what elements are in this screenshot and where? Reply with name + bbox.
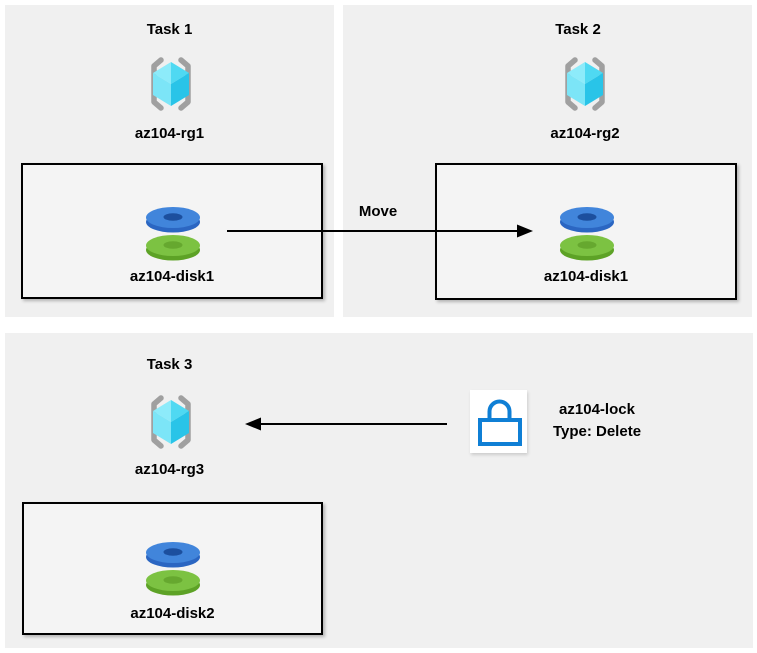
- task-3-panel: Task 3 az104-rg3 az104-disk2: [5, 333, 753, 648]
- disk-label: az104-disk1: [129, 268, 215, 285]
- lock-type: Type: Delete: [552, 423, 642, 440]
- lock-tile: [470, 390, 527, 453]
- task-3-title: Task 3: [146, 356, 193, 373]
- task-2-panel: Task 2 az104-rg2 az104-disk1: [343, 5, 752, 317]
- task-1-panel: Task 1 az104-rg1 az104-disk1: [5, 5, 334, 317]
- task-1-title: Task 1: [146, 21, 193, 38]
- lock-icon: [470, 390, 527, 453]
- disk-container-box: az104-disk1: [435, 163, 737, 300]
- resource-group-icon: [142, 55, 200, 113]
- lock-name: az104-lock: [559, 401, 635, 418]
- task-2-title: Task 2: [555, 21, 601, 38]
- disk-label: az104-disk2: [130, 605, 215, 622]
- disk-icon: [143, 205, 203, 261]
- resource-group-label: az104-rg2: [550, 125, 620, 142]
- disk-icon: [557, 205, 617, 261]
- disk-container-box: az104-disk1: [21, 163, 323, 299]
- disk-container-box: az104-disk2: [22, 502, 323, 635]
- resource-group-icon: [142, 393, 200, 451]
- resource-group-label: az104-rg1: [134, 125, 205, 142]
- resource-group-label: az104-rg3: [134, 461, 205, 478]
- resource-group-icon: [556, 55, 614, 113]
- disk-icon: [143, 540, 203, 596]
- disk-label: az104-disk1: [543, 268, 629, 285]
- move-arrow-label: Move: [358, 203, 398, 220]
- lock-caption: az104-lock Type: Delete: [532, 399, 662, 443]
